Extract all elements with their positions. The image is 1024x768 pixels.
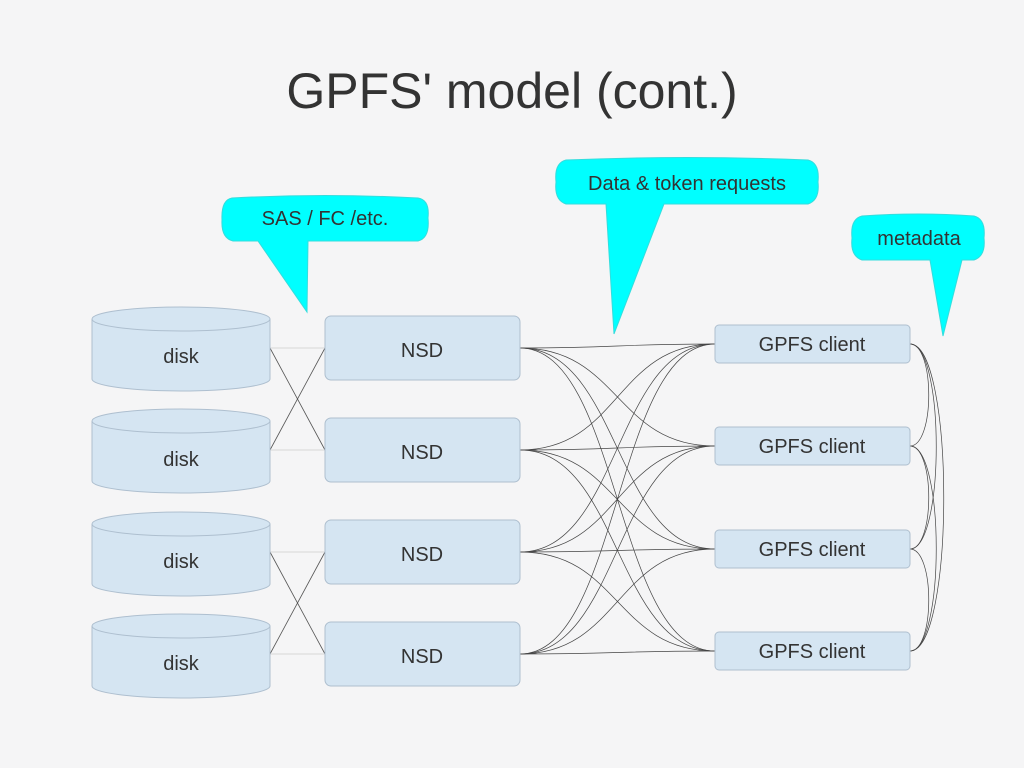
disk-2: disk (91, 408, 271, 494)
client-metadata-connectors (909, 343, 945, 652)
disk-label: disk (163, 346, 200, 368)
callout-metadata-label: metadata (877, 228, 961, 250)
disk-label: disk (163, 551, 200, 573)
gpfs-client-label: GPFS client (759, 436, 866, 458)
callout-sas: SAS / FC /etc. (221, 195, 429, 314)
nsd-label: NSD (401, 646, 443, 668)
nsd-3: NSD (324, 519, 521, 585)
gpfs-client-label: GPFS client (759, 334, 866, 356)
disk-4: disk (91, 613, 271, 699)
callout-data-token: Data & token requests (555, 157, 819, 335)
gpfs-client-label: GPFS client (759, 641, 866, 663)
disk-3: disk (91, 511, 271, 597)
nsd-2: NSD (324, 417, 521, 483)
slide-title: GPFS' model (cont.) (286, 63, 738, 119)
callout-metadata: metadata (851, 213, 985, 337)
nsd-client-connectors (519, 343, 716, 655)
callout-data-token-label: Data & token requests (588, 173, 786, 195)
callout-sas-label: SAS / FC /etc. (262, 208, 389, 230)
gpfs-client-2: GPFS client (714, 426, 911, 466)
nsd-label: NSD (401, 442, 443, 464)
gpfs-client-4: GPFS client (714, 631, 911, 671)
disk-nsd-connectors (269, 347, 326, 655)
disk-1: disk (91, 306, 271, 392)
gpfs-client-1: GPFS client (714, 324, 911, 364)
nsd-4: NSD (324, 621, 521, 687)
gpfs-client-label: GPFS client (759, 539, 866, 561)
disk-label: disk (163, 653, 200, 675)
nsd-label: NSD (401, 544, 443, 566)
disk-label: disk (163, 449, 200, 471)
gpfs-client-3: GPFS client (714, 529, 911, 569)
nsd-1: NSD (324, 315, 521, 381)
nsd-label: NSD (401, 340, 443, 362)
